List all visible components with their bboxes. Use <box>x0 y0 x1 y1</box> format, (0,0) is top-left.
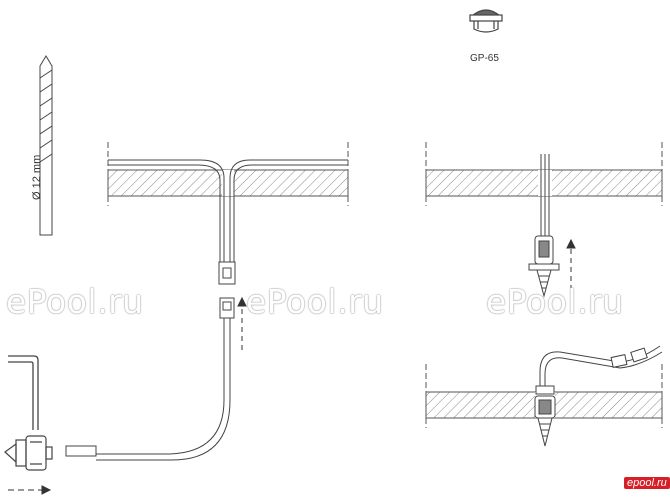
wall-section-middle <box>107 142 349 206</box>
product-icon <box>469 9 503 33</box>
drill-diameter-label: Ø 12 mm <box>31 154 43 200</box>
drill-bit-icon <box>39 55 53 236</box>
fitting-right-bottom <box>534 345 663 447</box>
watermark-right: ePool.ru <box>486 282 624 321</box>
watermark-center: ePool.ru <box>246 282 384 321</box>
watermark-left: ePool.ru <box>6 282 144 321</box>
insert-arrow-middle <box>237 296 247 350</box>
insert-arrow-right <box>566 238 576 290</box>
hex-key-icon <box>8 355 39 430</box>
fitting-left-icon <box>4 435 53 471</box>
model-label: GP-65 <box>470 53 499 64</box>
site-stamp: epool.ru <box>624 477 670 489</box>
cable-middle <box>65 159 348 461</box>
wall-section-right-top <box>425 142 663 206</box>
push-arrow-icon <box>8 485 52 495</box>
fitting-right-top <box>528 154 560 298</box>
